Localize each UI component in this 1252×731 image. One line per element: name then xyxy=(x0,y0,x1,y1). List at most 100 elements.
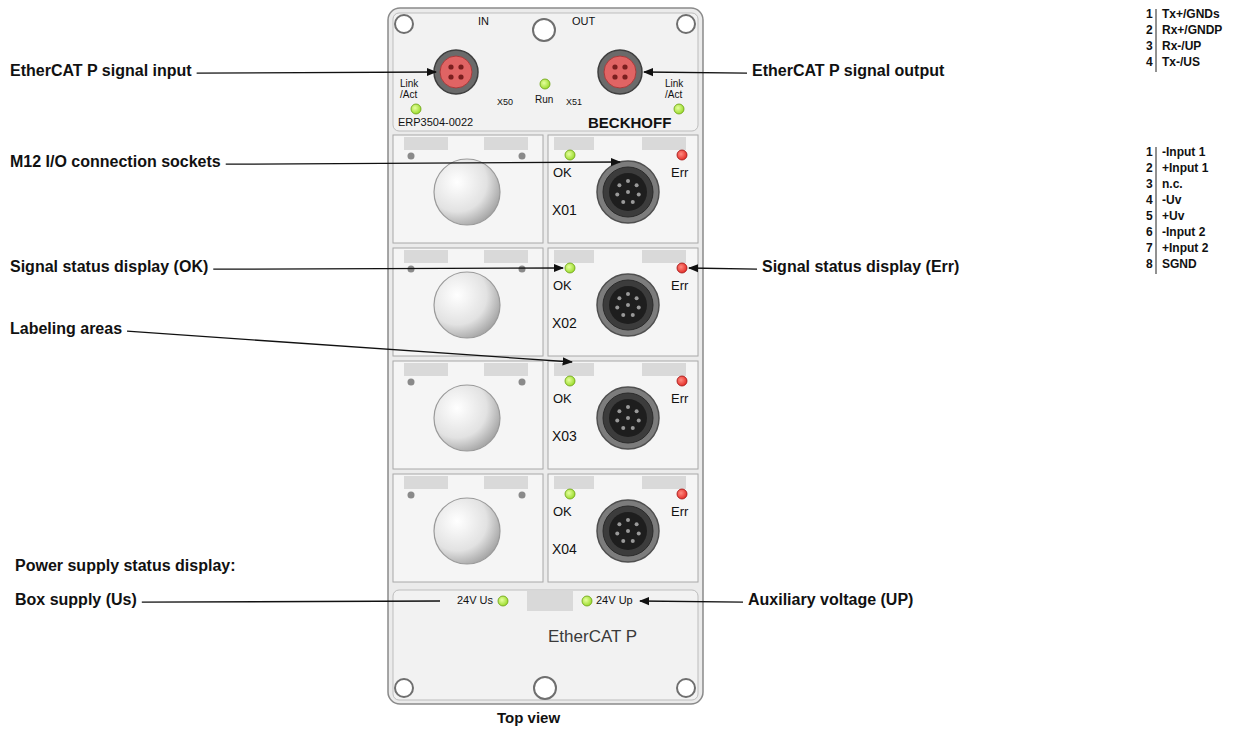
socket-pin xyxy=(626,518,630,522)
labeling-area xyxy=(642,363,686,376)
slot-cell xyxy=(393,135,543,243)
labeling-area xyxy=(554,476,594,489)
mounting-hole xyxy=(677,15,695,33)
callout-label: EtherCAT P signal input xyxy=(10,62,192,80)
blind-plug xyxy=(434,272,500,338)
green-led xyxy=(582,596,592,606)
callout-label: EtherCAT P signal output xyxy=(752,62,944,80)
callout-label: Auxiliary voltage (UP) xyxy=(748,591,913,609)
mounting-hole xyxy=(677,679,695,697)
labeling-area xyxy=(554,137,594,150)
connector-pin xyxy=(448,74,453,79)
socket-pin xyxy=(617,296,621,300)
leader-line xyxy=(644,72,747,73)
led-label: Link /Act xyxy=(665,79,695,100)
leader-line xyxy=(640,601,743,602)
mounting-hole xyxy=(395,679,413,697)
leader-line xyxy=(226,162,620,164)
labeling-area xyxy=(554,250,594,263)
connector-pin xyxy=(622,74,627,79)
callout-label: Power supply status display: xyxy=(15,557,236,575)
connector-pin xyxy=(622,64,627,69)
unused-led xyxy=(519,492,526,499)
callout-label: Signal status display (OK) xyxy=(10,258,208,276)
socket-label: X02 xyxy=(552,315,577,331)
labeling-area xyxy=(642,137,686,150)
pin-number: 3 xyxy=(1146,178,1153,192)
socket-pin xyxy=(631,539,635,543)
socket-label: X04 xyxy=(552,541,577,557)
socket-insert xyxy=(609,512,647,550)
table-rule xyxy=(1156,147,1157,274)
unused-led xyxy=(408,492,415,499)
labeling-area xyxy=(484,137,528,150)
pin-signal: Rx-/UP xyxy=(1162,40,1201,54)
slot-cell xyxy=(548,248,698,356)
pin-signal: Tx+/GNDs xyxy=(1162,8,1220,22)
mounting-hole xyxy=(395,15,413,33)
socket-pin xyxy=(621,426,625,430)
green-led xyxy=(498,596,508,606)
red-led xyxy=(677,489,687,499)
connector-pin xyxy=(458,74,463,79)
housing-outline xyxy=(388,8,703,704)
socket-insert xyxy=(609,173,647,211)
leader-line xyxy=(213,268,563,269)
table-rule xyxy=(1156,9,1157,72)
socket-pin xyxy=(631,200,635,204)
m12-socket xyxy=(597,387,659,449)
socket-insert xyxy=(609,399,647,437)
pin-number: 6 xyxy=(1146,226,1153,240)
unused-led xyxy=(519,266,526,273)
led-label: Err xyxy=(671,392,688,407)
socket-pin xyxy=(615,531,619,535)
connector-insert xyxy=(604,56,636,88)
green-led xyxy=(540,79,550,89)
pin-number: 5 xyxy=(1146,210,1153,224)
housing xyxy=(388,8,1156,704)
unused-led xyxy=(408,379,415,386)
led-label: Err xyxy=(671,166,688,181)
blind-plug xyxy=(434,385,500,451)
red-led xyxy=(677,376,687,386)
slot-cell xyxy=(548,135,698,243)
pin-signal: +Input 1 xyxy=(1162,162,1208,176)
callout-label: Labeling areas xyxy=(10,320,122,338)
labeling-area xyxy=(404,476,448,489)
m12-socket xyxy=(597,161,659,223)
pin-signal: SGND xyxy=(1162,258,1197,272)
led-label: Err xyxy=(671,279,688,294)
labeling-area xyxy=(642,250,686,263)
socket-pin xyxy=(621,200,625,204)
labeling-area xyxy=(642,476,686,489)
unused-led xyxy=(408,153,415,160)
pin-signal: Rx+/GNDP xyxy=(1162,24,1222,38)
bus-logo: EtherCAT P xyxy=(548,627,637,647)
socket-thread xyxy=(603,167,653,217)
socket-pin xyxy=(635,296,639,300)
connector-label: X51 xyxy=(566,97,582,107)
socket-thread xyxy=(603,506,653,556)
supply-label: 24V Up xyxy=(596,594,633,607)
led-label: OK xyxy=(553,392,572,407)
labeling-area xyxy=(404,137,448,150)
pin-number: 4 xyxy=(1146,56,1153,70)
leader-line xyxy=(142,601,440,602)
socket-pin xyxy=(626,405,630,409)
pin-number: 7 xyxy=(1146,242,1153,256)
labeling-area xyxy=(484,250,528,263)
model-name: ERP3504-0022 xyxy=(398,116,473,129)
connector-pin xyxy=(458,64,463,69)
slot-cell xyxy=(393,248,543,356)
socket-pin xyxy=(635,522,639,526)
led-label: Err xyxy=(671,505,688,520)
mounting-hole xyxy=(533,19,555,41)
socket-pin xyxy=(615,192,619,196)
labeling-area xyxy=(554,363,594,376)
bottom-plate xyxy=(393,590,698,700)
socket-insert xyxy=(609,286,647,324)
red-led xyxy=(677,150,687,160)
pin-signal: -Input 2 xyxy=(1162,226,1205,240)
